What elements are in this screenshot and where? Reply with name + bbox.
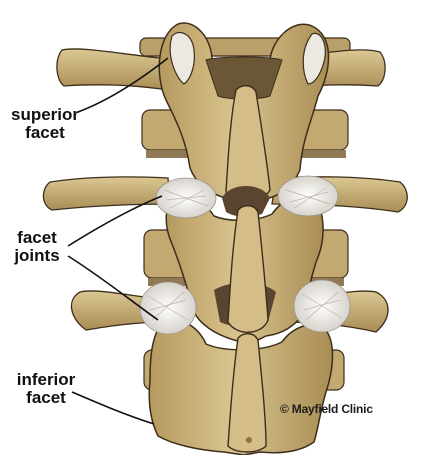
inferior-facet-label: inferior facet — [6, 371, 86, 407]
facet-joints-label: facet joints — [6, 229, 68, 265]
copyright-credit: © Mayfield Clinic — [280, 402, 373, 416]
superior-facet-label: superior facet — [4, 106, 86, 142]
lower-vertebra — [149, 319, 332, 455]
